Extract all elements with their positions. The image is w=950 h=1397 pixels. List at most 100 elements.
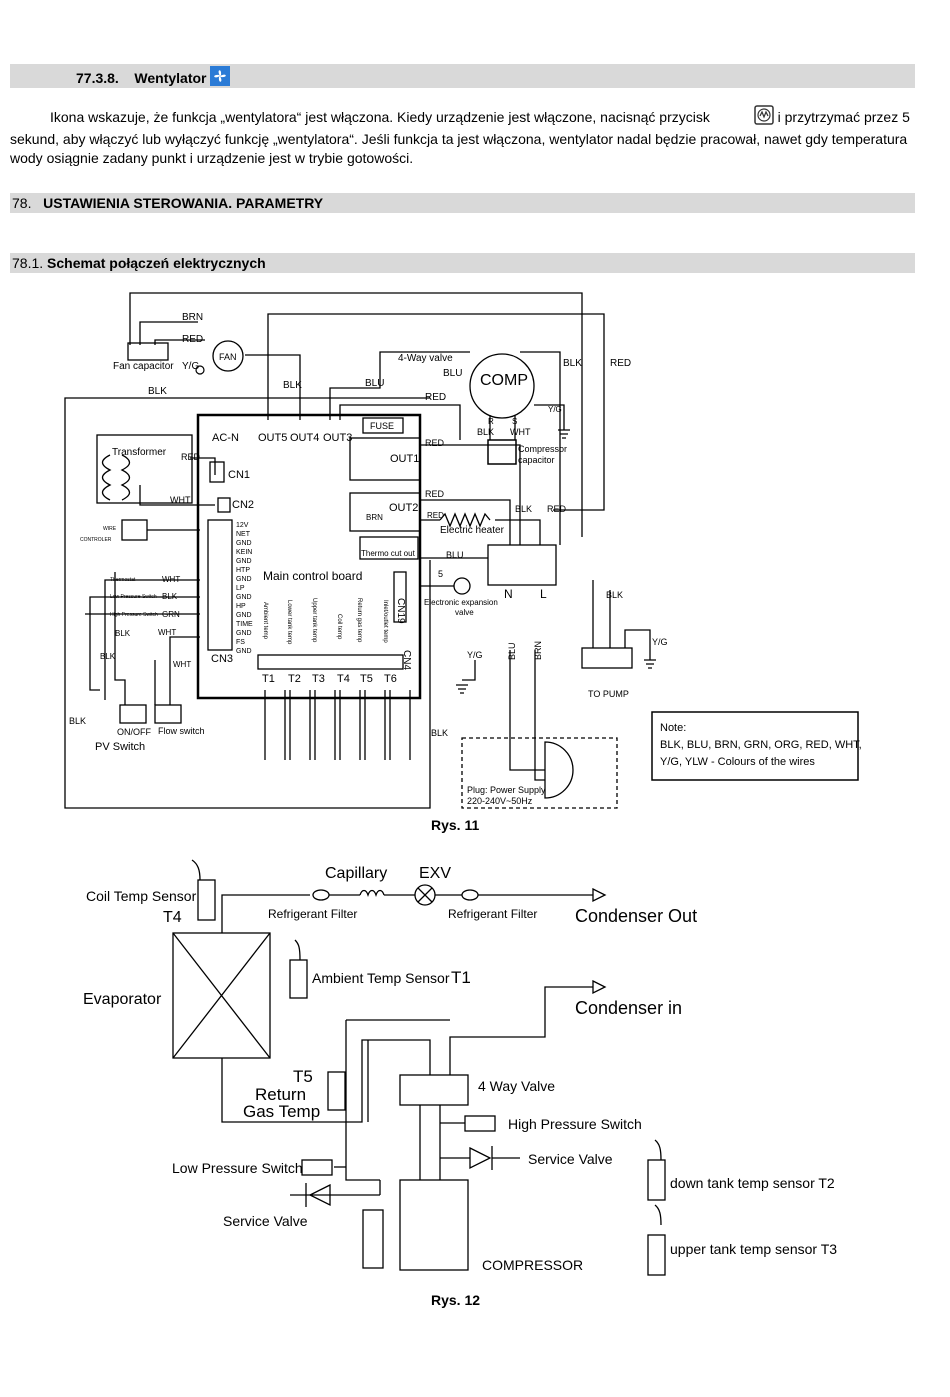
- label-red: RED: [182, 334, 203, 345]
- label-t5: T5: [293, 1067, 313, 1086]
- label-t3: T3: [312, 673, 325, 685]
- label-red: RED: [610, 358, 631, 369]
- label-blk: BLK: [515, 504, 532, 514]
- label-out5: OUT5: [258, 432, 287, 444]
- label-gas-temp: Gas Temp: [243, 1102, 320, 1121]
- pin-gnd: GND: [236, 612, 252, 619]
- label-blu: BLU: [443, 368, 462, 379]
- pin-12v: 12V: [236, 522, 249, 529]
- label-compressor-capacitor: Compressor: [518, 444, 567, 454]
- label-note: Note:: [660, 722, 686, 734]
- label-5: 5: [438, 569, 443, 579]
- label-note-line: BLK, BLU, BRN, GRN, ORG, RED, WHT,: [660, 739, 862, 751]
- label-high-pressure-switch: High Pressure Switch: [110, 612, 158, 618]
- label-on-off: ON/OFF: [117, 727, 151, 737]
- section-77-3-8-header: 77.3.8. Wentylator: [10, 64, 915, 88]
- label-compressor: COMPRESSOR: [482, 1257, 583, 1273]
- label-t6: T6: [384, 673, 397, 685]
- pin-htp: HTP: [236, 567, 250, 574]
- section-number: 78.1.: [12, 255, 44, 271]
- label-wht: WHT: [162, 575, 180, 584]
- label-inlet-temp: Inlet/outlet temp: [382, 600, 388, 643]
- fan-button-icon: [714, 105, 774, 130]
- label-brn: BRN: [366, 513, 383, 522]
- label-blu: BLU: [507, 642, 517, 660]
- label-ambient-temp-sensor: Ambient Temp Sensor: [312, 970, 450, 986]
- label-fuse: FUSE: [370, 421, 394, 431]
- label-out4: OUT4: [290, 432, 319, 444]
- label-high-pressure-switch: High Pressure Switch: [508, 1116, 642, 1132]
- label-low-pressure-switch: Low Pressure Switch: [172, 1160, 303, 1176]
- label-plug-voltage: 220-240V~50Hz: [467, 796, 533, 806]
- label-out3: OUT3: [323, 432, 352, 444]
- label-wire: WIRE: [103, 526, 117, 532]
- label-fan-capacitor: Fan capacitor: [113, 361, 174, 372]
- pin-gnd: GND: [236, 576, 252, 583]
- label-red: RED: [425, 438, 445, 448]
- label-yg: Y/G: [182, 361, 199, 372]
- label-flow-switch: Flow switch: [158, 726, 205, 736]
- label-return: Return: [255, 1085, 306, 1104]
- label-cn3: CN3: [211, 653, 233, 665]
- label-condenser-out: Condenser Out: [575, 906, 697, 926]
- label-fan: FAN: [219, 352, 237, 362]
- label-low-pressure-switch: Low Pressure Switch: [110, 594, 157, 600]
- pin-gnd: GND: [236, 540, 252, 547]
- pin-gnd: GND: [236, 558, 252, 565]
- label-blk: BLK: [148, 386, 167, 397]
- section-78-1-header: 78.1. Schemat połączeń elektrycznych: [10, 253, 915, 273]
- label-lower-tank-temp: Lower tank temp: [286, 600, 292, 645]
- label-t1: T1: [451, 968, 471, 987]
- section-78-header: 78. USTAWIENIA STEROWANIA. PARAMETRY: [10, 193, 915, 213]
- label-coil-temp-sensor: Coil Temp Sensor: [86, 888, 197, 904]
- label-red: RED: [425, 392, 446, 403]
- label-t4: T4: [163, 909, 182, 926]
- section-number: 77.3.8.: [76, 70, 119, 86]
- paragraph-part2: i przytrzymać przez 5 sekund, aby włączy…: [10, 109, 910, 166]
- figure-12-caption: Rys. 12: [431, 1292, 481, 1308]
- label-comp: COMP: [480, 372, 528, 389]
- label-brn: BRN: [533, 641, 543, 660]
- figure-11-caption: Rys. 11: [431, 817, 480, 833]
- label-yg: Y/G: [467, 650, 483, 660]
- paragraph-part1: Ikona wskazuje, że funkcja „wentylatora“…: [50, 109, 710, 125]
- pin-gnd: GND: [236, 594, 252, 601]
- label-wht: WHT: [170, 495, 191, 505]
- label-service-valve: Service Valve: [528, 1151, 613, 1167]
- label-blk: BLK: [563, 358, 582, 369]
- label-pv-switch: PV Switch: [95, 741, 145, 753]
- label-plug: Plug: Power Supply: [467, 785, 546, 795]
- label-cn4: CN4: [401, 650, 412, 670]
- label-wht: WHT: [173, 660, 191, 669]
- pin-net: NET: [236, 531, 251, 538]
- label-upper-tank-temp: Upper tank temp: [311, 598, 317, 643]
- label-thermo-cut-out: Thermo cut out: [361, 549, 416, 558]
- label-return-gas-temp: Return gas temp: [356, 598, 362, 643]
- pin-gnd: GND: [236, 648, 252, 655]
- label-ambient-temp: Ambient temp: [262, 602, 268, 640]
- label-compressor-capacitor: capacitor: [518, 455, 555, 465]
- label-blk: BLK: [431, 728, 448, 738]
- fan-description: Ikona wskazuje, że funkcja „wentylatora“…: [10, 105, 915, 168]
- label-red: RED: [427, 511, 444, 520]
- label-to-pump: TO PUMP: [588, 689, 629, 699]
- label-s: S: [512, 417, 517, 426]
- label-yg: Y/G: [548, 405, 562, 414]
- label-cn19: CN19: [395, 598, 406, 624]
- label-condenser-in: Condenser in: [575, 998, 682, 1018]
- pin-gnd: GND: [236, 630, 252, 637]
- section-title: Wentylator: [134, 70, 207, 86]
- label-blk: BLK: [100, 652, 116, 661]
- label-blk: BLK: [115, 629, 131, 638]
- label-red: RED: [547, 504, 567, 514]
- pin-fs: FS: [236, 639, 245, 646]
- section-title: USTAWIENIA STEROWANIA. PARAMETRY: [43, 195, 324, 211]
- label-electric-heater: Electric heater: [440, 525, 505, 536]
- section-number: 78.: [12, 195, 32, 211]
- label-t4: T4: [337, 673, 350, 685]
- pin-time: TIME: [236, 621, 253, 628]
- label-cn2: CN2: [232, 499, 254, 511]
- section-title: Schemat połączeń elektrycznych: [47, 255, 266, 271]
- label-thermostat: Thermostat: [110, 577, 136, 583]
- label-down-tank-temp-sensor: down tank temp sensor T2: [670, 1175, 835, 1191]
